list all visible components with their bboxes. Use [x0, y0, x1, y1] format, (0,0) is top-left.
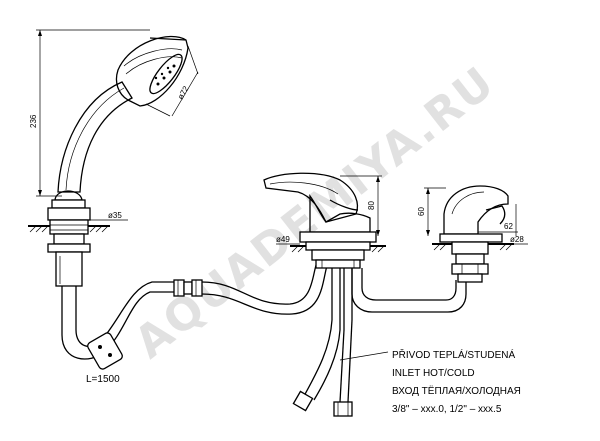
inlet-hoses: [292, 319, 353, 417]
dim-head-diameter: ø72: [176, 84, 191, 101]
dim-spout-reach: 62: [504, 222, 513, 231]
inlet-note: PŘIVOD TEPLÁ/STUDENÁ INLET HOT/COLD ВХОД…: [392, 348, 521, 415]
dim-spout-base: ø28: [510, 235, 524, 244]
inlet-note-line-ru: ВХОД ТЁПЛАЯ/ХОЛОДНАЯ: [392, 385, 521, 397]
shower-mount: [28, 199, 110, 287]
dim-mixer-height: 80: [367, 201, 376, 210]
dim-mount-diameter: ø35: [108, 211, 122, 220]
watermark-text: AQUADEMIYA.RU: [125, 57, 504, 369]
inlet-note-line-cz: PŘIVOD TEPLÁ/STUDENÁ: [392, 348, 516, 361]
mixer-to-spout-hose: [351, 268, 467, 313]
dimension-lines: [36, 29, 528, 361]
inlet-note-line-sizes: 3/8" – xxx.0, 1/2" – xxx.5: [392, 404, 502, 415]
hose-length-label: L=1500: [86, 374, 120, 385]
spout: [432, 185, 514, 283]
inlet-note-line-en: INLET HOT/COLD: [392, 368, 475, 379]
dim-mixer-base: ø49: [276, 235, 290, 244]
dim-spout-height: 60: [417, 207, 426, 216]
shower-hose: [61, 259, 329, 370]
hand-shower: [54, 35, 189, 201]
center-mixer: [263, 172, 386, 330]
dim-hose-height: 236: [29, 114, 38, 128]
